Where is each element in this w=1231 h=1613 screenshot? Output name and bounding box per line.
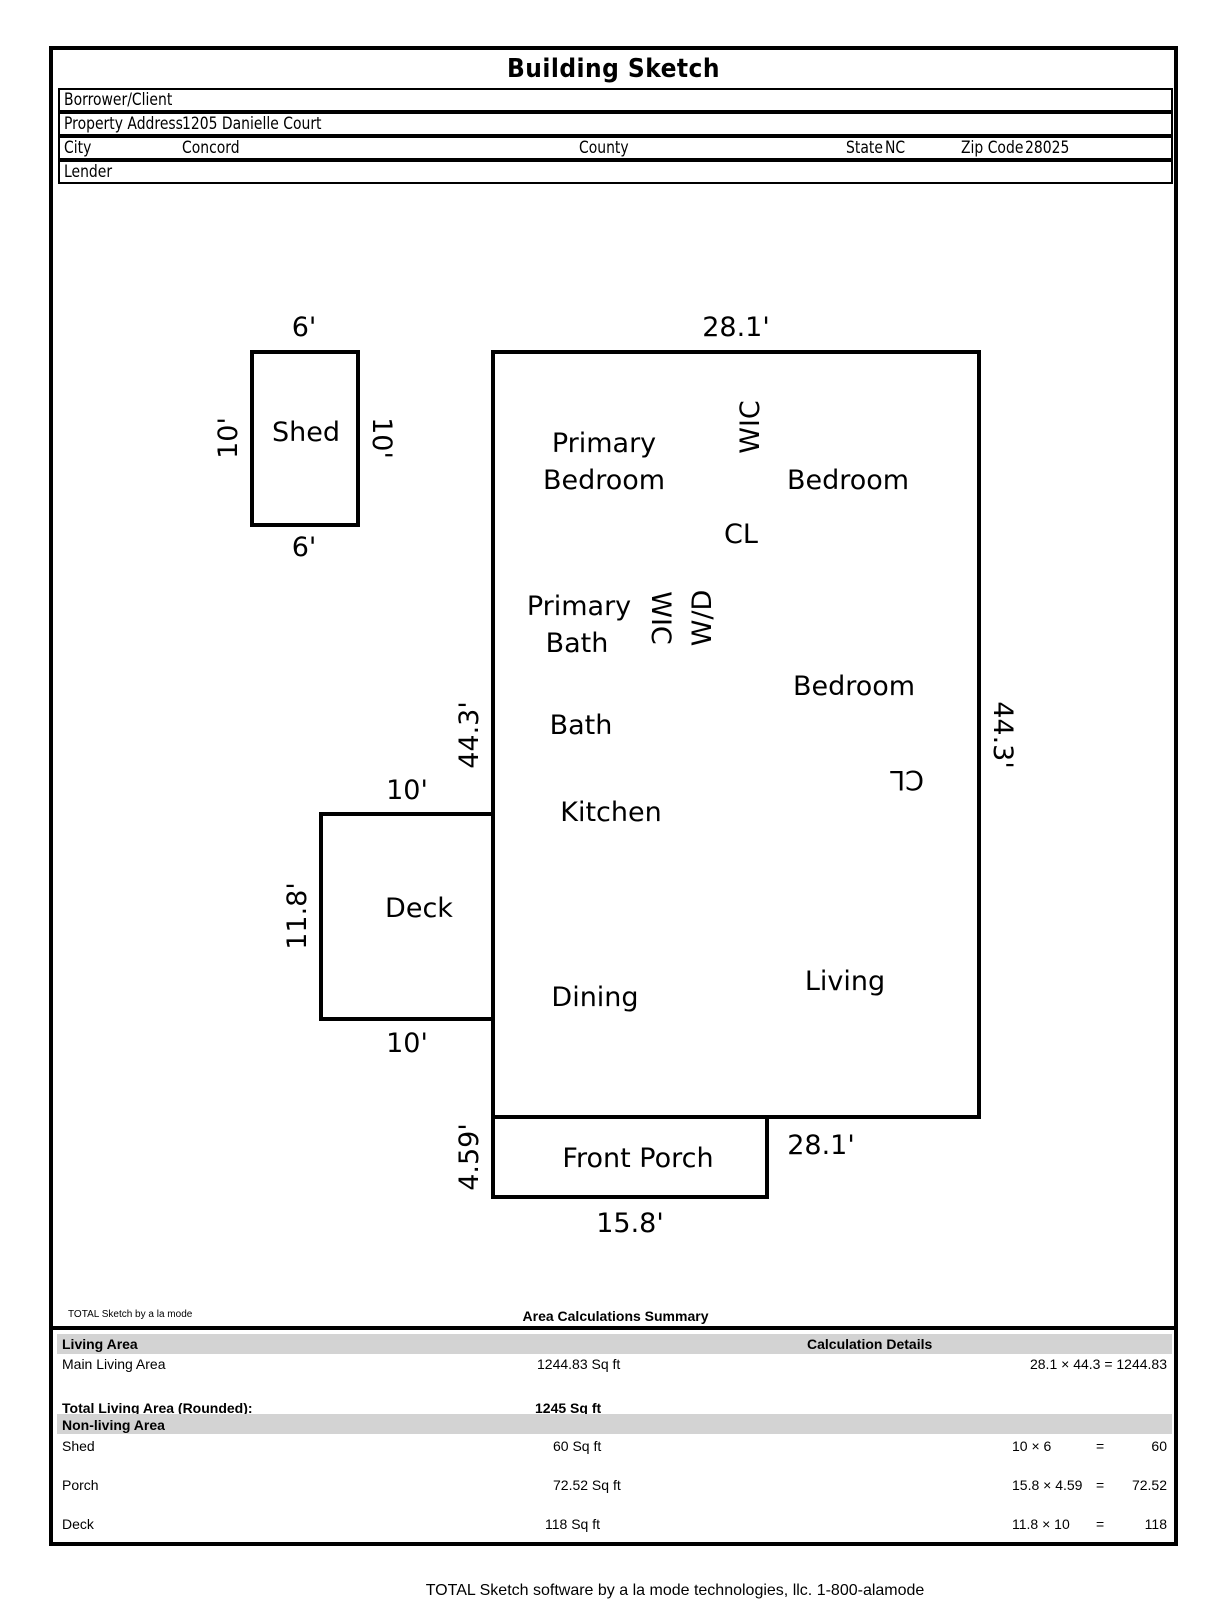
room-dining: Dining: [551, 982, 638, 1013]
state-label: State: [846, 138, 883, 158]
room-primary-bath-line2: Bath: [546, 628, 609, 659]
county-label: County: [579, 138, 629, 158]
software-credit: TOTAL Sketch by a la mode: [68, 1309, 193, 1320]
shed-top-dimension: 6': [292, 312, 317, 343]
borrower-label: Borrower/Client: [64, 90, 173, 110]
deck-outline: [319, 812, 495, 1021]
floor-plan-sketch: Shed 6' 6' 10' 10' 28.1' 44.3' 44.3' 28.…: [213, 312, 1018, 1239]
state-value: NC: [885, 138, 906, 158]
room-kitchen: Kitchen: [560, 797, 661, 828]
borrower-row: Borrower/Client: [58, 88, 1173, 112]
zip-value: 28025: [1025, 138, 1070, 158]
shed-right-dimension: 10': [366, 417, 397, 459]
main-living-area-value: 1244.83 Sq ft: [537, 1356, 621, 1372]
main-living-area-label: Main Living Area: [62, 1356, 166, 1372]
shed-row-calc: 10 × 6: [1012, 1438, 1052, 1454]
porch-row-calc: 15.8 × 4.59: [1012, 1477, 1083, 1493]
shed-row-label: Shed: [62, 1438, 95, 1454]
room-living: Living: [805, 966, 885, 997]
main-left-dimension: 44.3': [454, 701, 485, 769]
lender-row: Lender: [58, 160, 1173, 184]
main-top-dimension: 28.1': [702, 312, 770, 343]
shed-bottom-dimension: 6': [292, 532, 317, 563]
non-living-area-band: [57, 1414, 1172, 1434]
lender-label: Lender: [64, 162, 113, 182]
city-row: City Concord County State NC Zip Code 28…: [58, 136, 1173, 160]
deck-top-dimension: 10': [386, 775, 428, 806]
porch-label: Front Porch: [562, 1143, 713, 1174]
total-living-area-label: Total Living Area (Rounded):: [62, 1400, 253, 1416]
sketch-page-frame: Building Sketch Borrower/Client Property…: [49, 46, 1178, 1546]
deck-row-label: Deck: [62, 1516, 94, 1532]
room-wic-mid: WIC: [645, 591, 676, 645]
shed-row-area: 60 Sq ft: [553, 1438, 602, 1454]
city-value: Concord: [182, 138, 240, 158]
porch-row-result: 72.52: [1131, 1477, 1167, 1493]
zip-label: Zip Code: [961, 138, 1024, 158]
room-wd: W/D: [687, 590, 718, 647]
main-living-area-calc: 28.1 × 44.3 = 1244.83: [1029, 1356, 1167, 1372]
room-bath: Bath: [550, 710, 613, 741]
page-title: Building Sketch: [507, 54, 720, 84]
address-value: 1205 Danielle Court: [182, 114, 322, 134]
main-right-dimension: 44.3': [987, 701, 1018, 769]
room-primary-bedroom-line2: Bedroom: [543, 465, 665, 496]
deck-row-area: 118 Sq ft: [545, 1516, 601, 1532]
room-wic-top: WIC: [735, 400, 766, 454]
porch-row-area: 72.52 Sq ft: [553, 1477, 621, 1493]
room-bedroom-mid: Bedroom: [793, 671, 915, 702]
shed-row-result: 60: [1151, 1438, 1167, 1454]
deck-row-calc: 11.8 × 10: [1012, 1516, 1070, 1532]
calc-details-header: Calculation Details: [807, 1336, 933, 1352]
deck-row-result: 118: [1144, 1516, 1167, 1532]
living-area-band: [57, 1334, 1172, 1354]
living-area-header: Living Area: [62, 1336, 138, 1352]
shed-outline: [250, 350, 360, 527]
shed-row-eq: =: [1096, 1438, 1105, 1454]
address-label: Property Address: [64, 114, 183, 134]
deck-row-eq: =: [1096, 1516, 1105, 1532]
shed-label: Shed: [272, 417, 340, 448]
non-living-area-header: Non-living Area: [62, 1417, 165, 1433]
area-summary-title: Area Calculations Summary: [522, 1308, 709, 1324]
bottom-software-credit: TOTAL Sketch software by a la mode techn…: [425, 1582, 925, 1599]
porch-left-dimension: 4.59': [454, 1123, 485, 1191]
summary-separator: [53, 1326, 1174, 1330]
room-cl-mid: CL: [890, 764, 924, 795]
deck-label: Deck: [385, 893, 453, 924]
porch-row-eq: =: [1096, 1477, 1105, 1493]
deck-left-dimension: 11.8': [282, 882, 313, 950]
room-primary-bedroom-line1: Primary: [552, 428, 656, 459]
room-bedroom-top: Bedroom: [787, 465, 909, 496]
deck-bottom-dimension: 10': [386, 1028, 428, 1059]
porch-row-label: Porch: [62, 1477, 99, 1493]
total-living-area-value: 1245 Sq ft: [535, 1400, 602, 1416]
room-primary-bath-line1: Primary: [527, 591, 631, 622]
city-label: City: [64, 138, 92, 158]
porch-outline: [491, 1115, 769, 1199]
shed-left-dimension: 10': [213, 417, 244, 459]
porch-bottom-dimension: 15.8': [596, 1208, 664, 1239]
address-row: Property Address 1205 Danielle Court: [58, 112, 1173, 136]
main-bottom-dimension: 28.1': [787, 1130, 855, 1161]
room-cl-top: CL: [724, 519, 758, 550]
